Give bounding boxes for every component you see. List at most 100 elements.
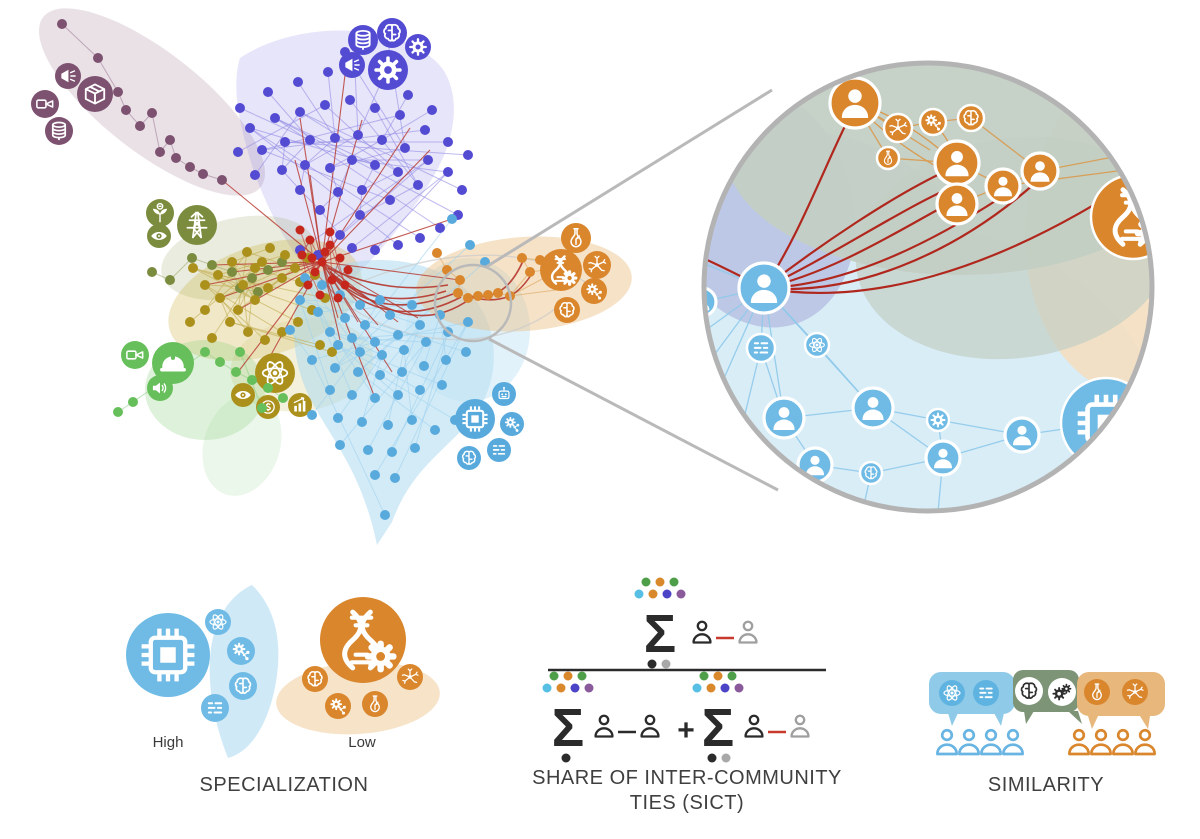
box-icon [77,76,113,112]
icon-badge-circle [561,223,591,253]
person-outline-glyph [1068,728,1090,756]
icon-badge-circle [320,597,406,683]
network-edge [337,344,399,396]
network-node [347,155,357,165]
network-node [243,327,253,337]
person-outline-glyph [790,714,810,738]
network-node [233,305,243,315]
network-node [257,403,267,413]
gearsmol-icon [325,693,351,719]
community-dot [720,683,730,693]
network-node [235,103,245,113]
network-edge [509,289,557,297]
network-edge [237,104,326,153]
person-outline-glyph [1002,728,1024,756]
network-edge [361,354,383,423]
network-edge [337,354,383,419]
network-node [320,247,330,257]
robot-icon [492,382,516,406]
network-node [307,410,317,420]
network-node [407,415,417,425]
similarity-title: SIMILARITY [988,774,1104,796]
network-node [517,253,527,263]
gears-icon [1048,678,1076,706]
network-edge [299,299,467,353]
network-edge [249,127,421,239]
network-edge [334,218,453,369]
network-edge [357,79,383,136]
network-edge [339,341,427,446]
inter-community-tie [321,261,419,319]
inter-community-tie-curve [763,183,1035,291]
network-edge [381,109,433,141]
community-dot [549,671,559,681]
neuron-icon [882,112,914,144]
brain-icon [1015,677,1043,705]
person-outline-glyph [594,714,614,738]
atom-icon [255,353,295,393]
brain-icon [457,446,481,470]
gear-glyph [409,38,427,56]
sigma-numerator: Σ [644,604,676,664]
network-edge [401,324,421,373]
sigma-denominator-left: Σ [552,698,584,758]
icon-badge-circle [31,90,59,118]
inter-community-tie [321,218,453,263]
network-edge [299,159,429,251]
person-node [1020,151,1060,191]
network-node [270,113,280,123]
inset-region [855,136,1152,360]
network-node [355,347,365,357]
network-node [323,67,333,77]
network-node [437,380,447,390]
gearsmol-icon [581,278,607,304]
low-label: Low [348,734,376,751]
network-node [235,347,245,357]
network-edge [379,374,456,421]
inter-community-tie-curve [763,201,953,290]
icon-badge-circle [121,341,149,369]
inter-community-tie [321,261,376,399]
database-icon [348,25,378,55]
network-node [207,333,217,343]
helmet-icon [152,342,194,384]
network-edge [239,107,311,141]
network-edge [361,171,399,191]
community-dot [634,589,644,599]
gear-glyph [930,412,946,428]
network-node [357,185,367,195]
network-edge [329,331,405,351]
icon-badge-circle [1089,173,1152,261]
network-node [427,105,437,115]
network-edge [319,209,341,236]
network-node [135,121,145,131]
community-dot [542,683,552,693]
brain-icon [554,297,580,323]
network-edge [354,69,359,136]
figure-shape [933,139,981,187]
network-node [327,275,337,285]
community-dot [648,589,658,599]
person-node [796,446,834,484]
network-edge [267,91,311,141]
network-node [397,367,407,377]
person-outline-glyph [1090,728,1112,756]
scinet-icon [745,332,777,364]
community-dot [713,671,723,681]
community-dot [699,671,709,681]
speaker-icon [147,375,173,401]
figure-shape [762,396,806,440]
network-node [377,350,387,360]
network-node [383,420,393,430]
network-node [355,210,365,220]
network-node [463,317,473,327]
network-node [165,135,175,145]
network-node [317,257,327,267]
scinet-icon [973,680,999,706]
network-node [313,307,323,317]
person-node [935,182,979,226]
network-node [457,185,467,195]
speech-bubble-tail [994,713,1004,726]
neuron-icon [397,664,423,690]
